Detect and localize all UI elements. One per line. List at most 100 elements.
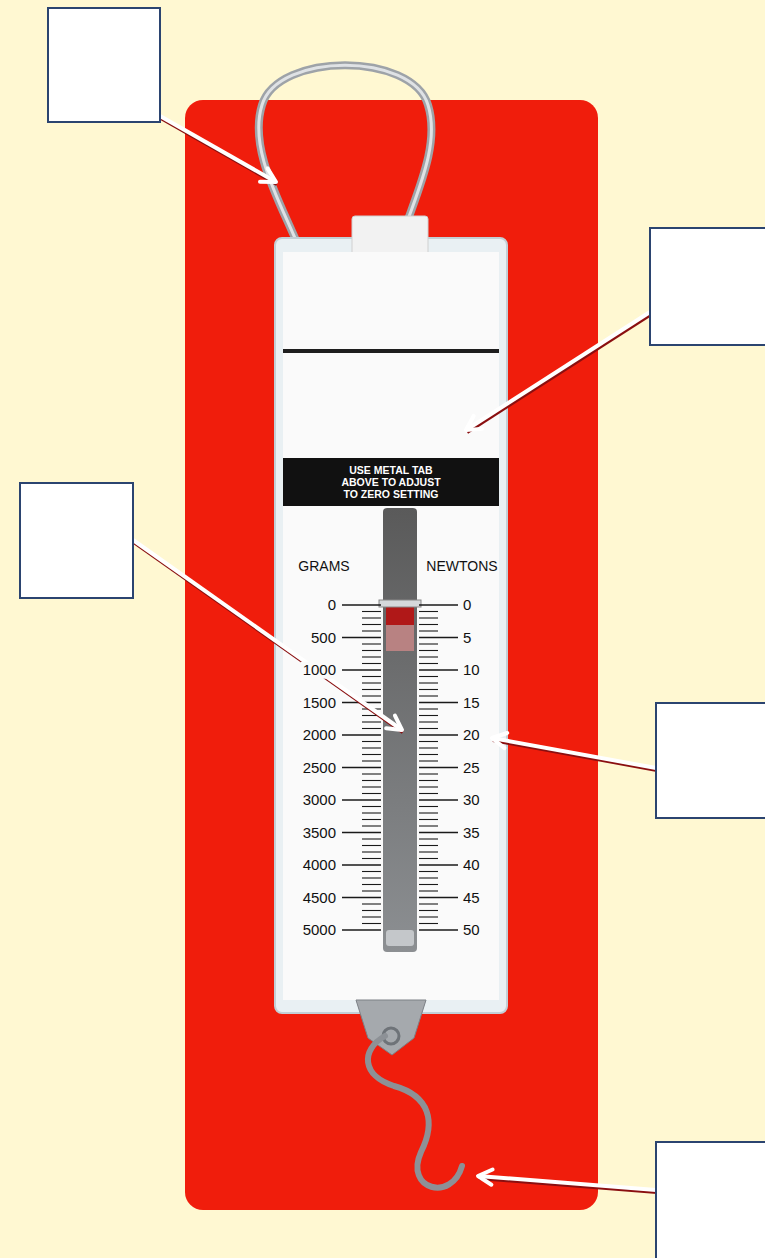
indicator-pink bbox=[386, 625, 414, 651]
empty-label-box bbox=[656, 703, 765, 818]
callout-arrow bbox=[133, 540, 403, 732]
scale-heading: NEWTONS bbox=[426, 559, 497, 574]
newtons-tick bbox=[419, 767, 458, 769]
newtons-value: 25 bbox=[463, 759, 480, 776]
newtons-value: 40 bbox=[463, 857, 480, 874]
newtons-tick bbox=[419, 806, 438, 807]
spring-slot bbox=[383, 508, 417, 952]
grams-value: 2000 bbox=[301, 727, 338, 744]
grams-tick bbox=[362, 741, 381, 742]
grams-value: 2500 bbox=[301, 759, 338, 776]
grams-tick bbox=[342, 604, 381, 606]
empty-label-box bbox=[20, 483, 133, 598]
grams-tick bbox=[362, 916, 381, 917]
instruction-band bbox=[283, 458, 499, 506]
newtons-tick bbox=[419, 903, 438, 904]
empty-label-box bbox=[48, 8, 160, 122]
zero-adjust-tab bbox=[352, 216, 428, 258]
grams-tick bbox=[362, 656, 381, 657]
grams-tick bbox=[362, 760, 381, 761]
grams-tick bbox=[362, 871, 381, 872]
callout-arrow bbox=[492, 733, 657, 770]
grams-tick bbox=[362, 890, 381, 891]
arrow-head bbox=[260, 168, 276, 182]
arrow-head bbox=[466, 416, 482, 430]
grams-value: 3500 bbox=[301, 824, 338, 841]
grams-tick bbox=[362, 728, 381, 729]
grams-tick bbox=[342, 832, 381, 834]
newtons-tick bbox=[419, 617, 438, 618]
arrow-head bbox=[478, 1169, 493, 1184]
newtons-value: 45 bbox=[463, 889, 480, 906]
newtons-tick bbox=[419, 682, 438, 683]
newtons-tick bbox=[419, 923, 438, 924]
grams-value: 3000 bbox=[301, 792, 338, 809]
grams-tick bbox=[342, 897, 381, 899]
newtons-tick bbox=[419, 702, 458, 704]
pointer bbox=[379, 600, 421, 607]
grams-tick bbox=[342, 767, 381, 769]
newtons-tick bbox=[419, 676, 438, 677]
grams-tick bbox=[362, 624, 381, 625]
grams-tick bbox=[362, 793, 381, 794]
arrow-line bbox=[160, 116, 276, 182]
newtons-tick bbox=[419, 728, 438, 729]
newtons-tick bbox=[419, 650, 438, 651]
grams-tick bbox=[342, 929, 381, 931]
newtons-tick bbox=[419, 637, 458, 639]
scale-heading: GRAMS bbox=[298, 559, 349, 574]
grams-tick bbox=[362, 806, 381, 807]
newtons-value: 5 bbox=[463, 629, 471, 646]
grams-tick bbox=[362, 695, 381, 696]
callout-arrow bbox=[478, 1169, 657, 1192]
instruction-note: USE METAL TAB ABOVE TO ADJUST TO ZERO SE… bbox=[335, 464, 447, 500]
newtons-tick bbox=[419, 643, 438, 644]
newtons-value: 0 bbox=[463, 597, 471, 614]
red-background-panel bbox=[185, 100, 598, 1210]
grams-tick bbox=[362, 721, 381, 722]
newtons-tick bbox=[419, 689, 438, 690]
newtons-tick bbox=[419, 695, 438, 696]
newtons-tick bbox=[419, 910, 438, 911]
newtons-tick bbox=[419, 734, 458, 736]
hook-plate bbox=[356, 1000, 426, 1055]
grams-tick bbox=[362, 923, 381, 924]
grams-tick bbox=[362, 786, 381, 787]
grams-value: 4000 bbox=[301, 857, 338, 874]
grams-tick bbox=[362, 754, 381, 755]
grams-tick bbox=[362, 825, 381, 826]
newtons-tick bbox=[419, 630, 438, 631]
newtons-tick bbox=[419, 929, 458, 931]
arrow-line bbox=[478, 1176, 656, 1190]
grams-value: 1500 bbox=[301, 694, 338, 711]
arrow-line bbox=[466, 312, 650, 430]
newtons-tick bbox=[419, 786, 438, 787]
newtons-tick bbox=[419, 760, 438, 761]
scale-face bbox=[283, 252, 499, 1000]
grams-tick bbox=[362, 689, 381, 690]
newtons-tick bbox=[419, 741, 438, 742]
grams-tick bbox=[342, 734, 381, 736]
newtons-tick bbox=[419, 897, 458, 899]
scale-ticks bbox=[342, 605, 458, 930]
grams-tick bbox=[362, 910, 381, 911]
newtons-tick bbox=[419, 871, 438, 872]
grams-tick bbox=[362, 643, 381, 644]
grams-tick bbox=[362, 812, 381, 813]
arrow-head bbox=[386, 716, 402, 730]
grams-value: 500 bbox=[309, 629, 338, 646]
empty-label-box bbox=[650, 228, 765, 345]
black-line bbox=[283, 349, 499, 353]
grams-tick bbox=[362, 819, 381, 820]
newtons-value: 35 bbox=[463, 824, 480, 841]
grams-tick bbox=[362, 663, 381, 664]
grams-tick bbox=[362, 845, 381, 846]
newtons-tick bbox=[419, 754, 438, 755]
grams-tick bbox=[362, 877, 381, 878]
clear-casing bbox=[275, 238, 507, 1013]
s-hook bbox=[368, 1036, 462, 1188]
grams-tick bbox=[362, 858, 381, 859]
grams-tick bbox=[362, 630, 381, 631]
